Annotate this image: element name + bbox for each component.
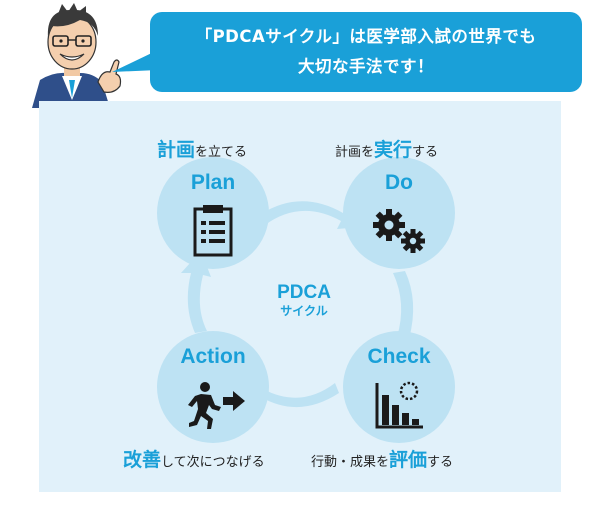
caption-check-emphasis: 評価	[389, 449, 428, 471]
check-node: Check	[343, 331, 455, 443]
caption-do: 計画を実行する	[335, 135, 438, 162]
speech-bubble-line-2: 大切な手法です！	[298, 57, 434, 76]
caption-plan: 計画を立てる	[157, 135, 247, 162]
caption-check-rest: する	[427, 455, 454, 470]
caption-do-rest: する	[412, 145, 439, 160]
pdca-title-line-1: PDCA	[277, 282, 331, 303]
caption-check-prefix: 行動・成果を	[311, 455, 390, 470]
caption-plan-emphasis: 計画	[157, 139, 196, 161]
caption-action: 改善して次につなげる	[123, 445, 265, 472]
action-label: Action	[180, 345, 246, 368]
teacher-character-illustration	[32, 3, 122, 108]
pdca-title-line-2: サイクル	[280, 304, 328, 318]
speech-bubble-line-1: 「PDCAサイクル」は医学部入試の世界でも	[195, 27, 537, 46]
caption-do-prefix: 計画を	[335, 145, 375, 160]
check-label: Check	[367, 345, 431, 368]
arrow-action-to-plan	[181, 251, 211, 333]
pdca-cycle-title: PDCA サイクル	[259, 283, 349, 319]
arrow-check-to-action	[243, 381, 339, 408]
caption-check: 行動・成果を評価する	[311, 445, 453, 472]
do-node: Do	[343, 157, 455, 269]
bar-chart-magnifier-icon	[375, 381, 423, 429]
caption-action-emphasis: 改善	[123, 449, 162, 471]
speech-bubble: 「PDCAサイクル」は医学部入試の世界でも 大切な手法です！	[150, 12, 582, 92]
speech-bubble-tail	[112, 50, 158, 72]
exit-running-person-icon	[188, 382, 245, 429]
caption-plan-rest: を立てる	[195, 145, 248, 160]
clipboard-list-icon	[193, 205, 233, 257]
plan-label: Plan	[190, 171, 236, 194]
caption-action-rest: して次につなげる	[161, 455, 265, 470]
plan-node: Plan	[157, 157, 269, 269]
action-node: Action	[157, 331, 269, 443]
caption-do-emphasis: 実行	[374, 139, 413, 161]
pdca-diagram-panel: Plan Do	[39, 101, 561, 492]
do-label: Do	[385, 171, 413, 194]
gears-icon	[373, 209, 425, 253]
arrow-plan-to-do	[261, 201, 361, 229]
